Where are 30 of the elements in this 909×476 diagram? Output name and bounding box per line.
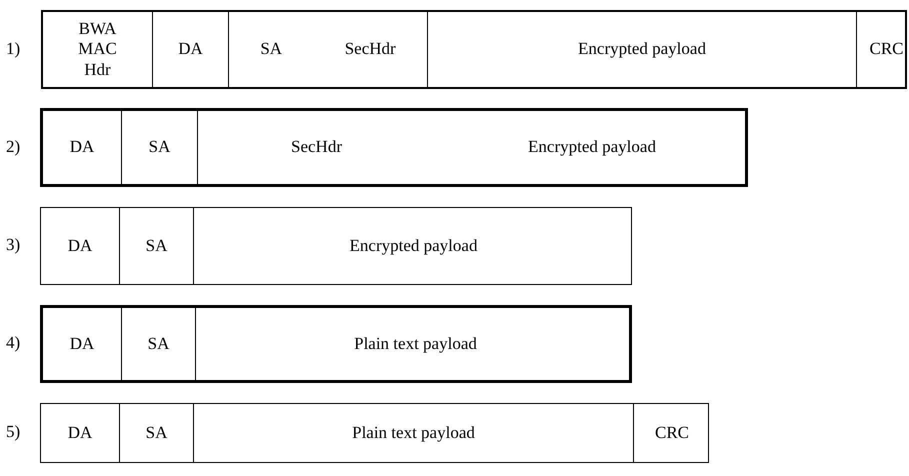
row-number: 4) (6, 333, 20, 353)
field-label: BWA MAC Hdr (77, 18, 118, 80)
field-label: CRC (654, 422, 690, 444)
row-number: 1) (6, 38, 20, 58)
field-label: SecHdr (291, 137, 342, 158)
packet-frame (40, 108, 748, 187)
field-label: DA (70, 334, 94, 354)
field-label: DA (68, 236, 92, 256)
field-label: SA (148, 137, 170, 158)
field-label: Encrypted payload (578, 39, 706, 60)
field-label: Encrypted payload (350, 236, 478, 256)
packet-frame (40, 403, 709, 463)
field-label: SecHdr (344, 39, 396, 60)
field-label: CRC (869, 39, 904, 60)
packet-frame (40, 207, 632, 285)
field-label: Encrypted payload (528, 137, 656, 158)
packet-frame (40, 305, 632, 383)
field-label: Plain text payload (352, 422, 475, 444)
field-label: DA (70, 137, 94, 158)
packet-frame (41, 10, 907, 89)
field-label: SA (146, 422, 168, 444)
field-label: DA (68, 422, 92, 444)
row-number: 5) (6, 422, 20, 442)
field-label: DA (178, 39, 203, 60)
row-number: 3) (6, 235, 20, 255)
field-label: SA (146, 236, 168, 256)
field-label: SA (260, 39, 282, 60)
field-label: SA (148, 334, 170, 354)
field-label: Plain text payload (354, 334, 477, 354)
row-number: 2) (6, 136, 20, 156)
